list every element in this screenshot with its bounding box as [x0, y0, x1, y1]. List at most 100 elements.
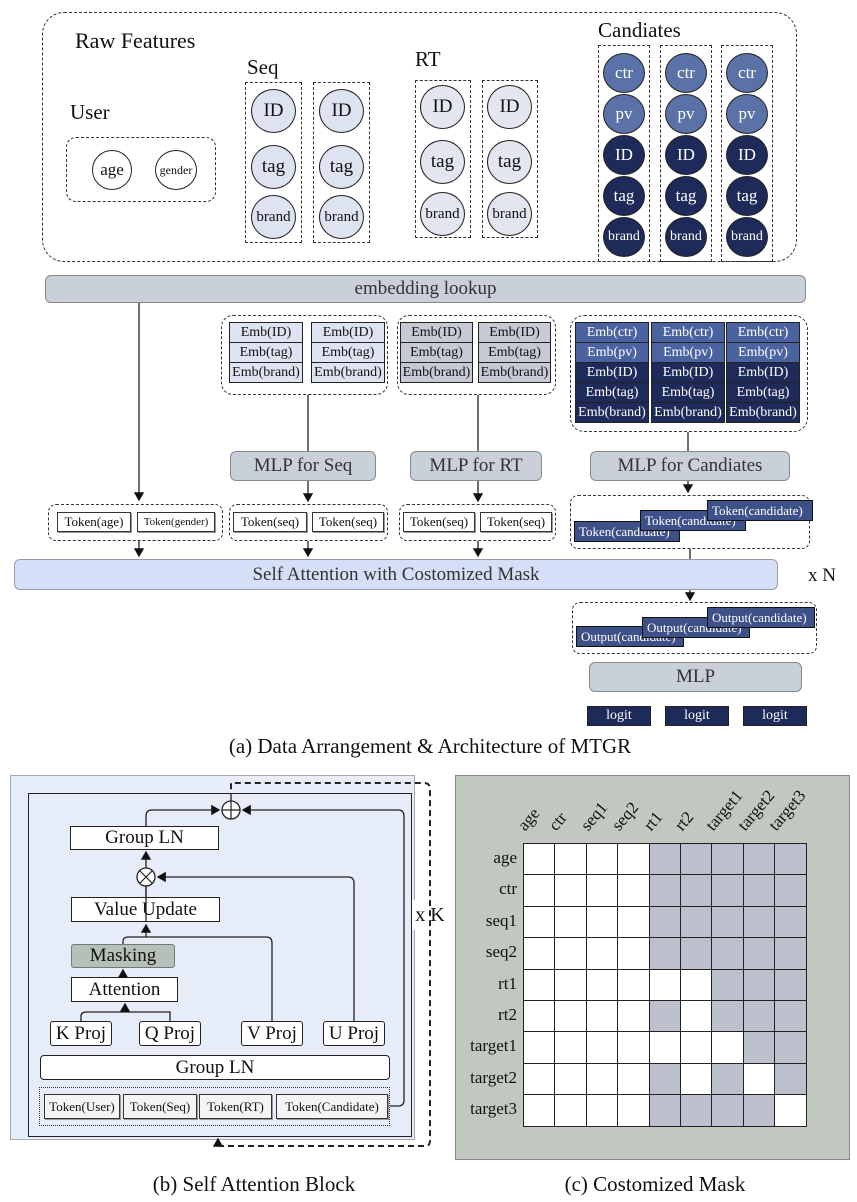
multiply-operator-icon: [136, 867, 156, 887]
mask-cell-visible: [523, 968, 556, 1001]
mask-cell-visible: [554, 1094, 587, 1127]
token-seq: Token(seq): [312, 512, 384, 532]
seq-column: [313, 82, 370, 243]
seq-feature-circle: tag: [319, 145, 364, 189]
mask-cell-visible: [617, 937, 650, 970]
user-group: [66, 137, 216, 202]
mask-cell-masked: [742, 1094, 776, 1127]
rt-feature-circle: ID: [420, 85, 465, 129]
mask-cell-visible: [617, 905, 650, 939]
mlp-for-candidates: MLP for Candiates: [590, 451, 790, 481]
rt-embedding: Emb(brand): [478, 362, 551, 383]
group-ln-top: Group LN: [70, 826, 219, 850]
seq-feature-circle: ID: [319, 89, 364, 133]
rt-embedding: Emb(tag): [400, 342, 473, 363]
mask-row-label: rt2: [498, 1005, 517, 1024]
mask-cell-visible: [617, 1031, 650, 1064]
mask-cell-masked: [742, 843, 776, 876]
mask-cell-masked: [711, 905, 744, 939]
candidates-label: Candiates: [598, 18, 681, 42]
embedding-lookup-bar: embedding lookup: [45, 275, 806, 303]
rt-feature-circle: brand: [420, 192, 465, 236]
candidate-column: [721, 45, 773, 262]
q-proj-box: Q Proj: [139, 1021, 201, 1046]
candidate-embedding: Emb(pv): [651, 342, 725, 363]
mask-row-label: target3: [470, 1099, 517, 1119]
rt-token-group: [399, 504, 556, 541]
mask-cell-visible: [680, 1062, 713, 1096]
token-input-group: [39, 1087, 390, 1126]
candidate-feature-circle: ID: [665, 135, 707, 175]
rt-embedding: Emb(brand): [400, 362, 473, 383]
candidate-embedding-group: [570, 315, 808, 432]
rt-feature-circle: ID: [487, 85, 532, 129]
mask-cell-masked: [680, 937, 713, 970]
mask-row-label: ctr: [499, 879, 517, 899]
raw-features-group: [42, 12, 797, 262]
rt-feature-circle: tag: [487, 140, 532, 184]
candidate-feature-circle: pv: [603, 94, 645, 134]
candidate-embedding: Emb(brand): [575, 402, 649, 423]
rt-feature-circle: brand: [487, 192, 532, 236]
mask-cell-visible: [554, 1062, 587, 1096]
logit-output: logit: [743, 706, 807, 726]
candidate-feature-circle: pv: [726, 94, 768, 134]
mask-cell-masked: [648, 1000, 681, 1033]
candidate-embedding: Emb(brand): [651, 402, 725, 423]
masking-box: Masking: [71, 944, 175, 968]
rt-column: [415, 80, 471, 238]
logit-output: logit: [587, 706, 651, 726]
mask-cell-masked: [680, 843, 713, 876]
token-candidate: Token(candidate): [707, 500, 813, 521]
mask-cell-visible: [523, 937, 556, 970]
user-token-group: [48, 504, 223, 541]
candidate-feature-circle: ctr: [603, 53, 645, 93]
candidate-feature-circle: pv: [665, 94, 707, 134]
candidate-embedding: Emb(ctr): [575, 322, 649, 343]
token-input: Token(RT): [199, 1094, 272, 1119]
token-rt: Token(seq): [480, 512, 552, 532]
seq-embedding: Emb(tag): [229, 342, 303, 363]
candidate-feature-circle: tag: [665, 176, 707, 216]
seq-feature-circle: tag: [251, 145, 296, 189]
mask-cell-visible: [554, 937, 587, 970]
rt-feature-circle: tag: [420, 140, 465, 184]
mask-cell-visible: [523, 874, 556, 907]
candidate-feature-circle: tag: [603, 176, 645, 216]
candidate-embedding: Emb(ID): [726, 362, 800, 383]
candidate-token-group: [570, 495, 810, 549]
seq-embedding: Emb(brand): [311, 362, 385, 383]
mask-row-label: rt1: [498, 973, 517, 993]
candidate-embedding: Emb(pv): [575, 342, 649, 363]
mask-row-label: seq1: [485, 910, 517, 930]
mask-row-label: age: [493, 848, 517, 867]
candidate-column: [598, 45, 650, 262]
seq-column: [245, 82, 302, 243]
v-proj-box: V Proj: [241, 1021, 303, 1046]
token-age: Token(age): [57, 512, 131, 532]
mask-cell-masked: [711, 874, 744, 907]
token-gender: Token(gender): [137, 512, 215, 532]
u-proj-box: U Proj: [323, 1021, 385, 1046]
rt-embedding: Emb(ID): [400, 322, 473, 343]
add-operator-icon: [221, 800, 241, 820]
mask-row-label: target2: [470, 1067, 517, 1087]
candidate-embedding: Emb(ctr): [726, 322, 800, 343]
mask-cell-visible: [680, 968, 713, 1001]
seq-embedding: Emb(tag): [311, 342, 385, 363]
seq-feature-circle: ID: [251, 89, 296, 133]
mask-cell-visible: [774, 1094, 807, 1127]
candidate-feature-circle: brand: [726, 217, 768, 257]
caption-b: (b) Self Attention Block: [152, 1172, 356, 1196]
user-feature-age: age: [92, 150, 132, 190]
mask-cell-masked: [711, 1000, 744, 1033]
mask-cell-masked: [774, 968, 807, 1001]
seq-token-group: [229, 504, 388, 541]
mask-cell-visible: [617, 968, 650, 1001]
mask-cell-visible: [585, 843, 619, 876]
mask-cell-visible: [523, 843, 556, 876]
output-candidate: Output(candidate): [707, 607, 815, 628]
token-rt: Token(seq): [403, 512, 475, 532]
